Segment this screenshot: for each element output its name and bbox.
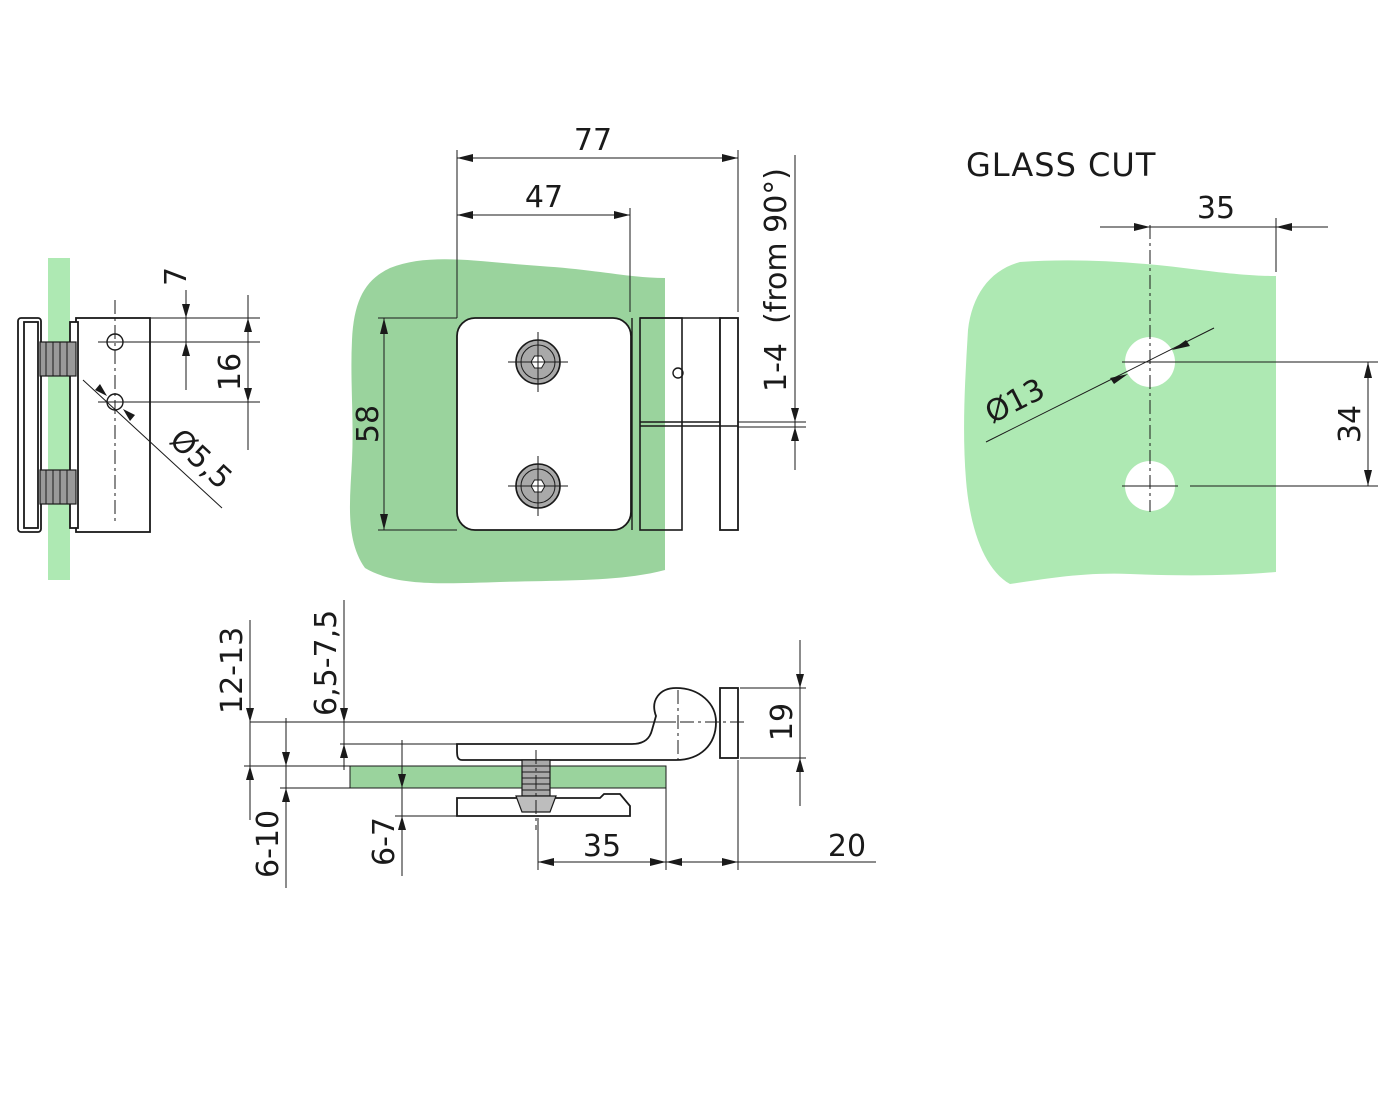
side-view: 7 16 Ø5,5 <box>17 258 260 580</box>
dim-19-label: 19 <box>765 703 800 741</box>
dim-35-top-label: 35 <box>583 829 621 864</box>
dim-6-5-7-5-label: 6,5-7,5 <box>309 610 344 716</box>
dim-hole-side-label: Ø5,5 <box>163 422 239 496</box>
screw-head-lower <box>508 456 568 516</box>
dim-47-label: 47 <box>525 180 563 215</box>
dim-34-label: 34 <box>1333 405 1368 443</box>
pin-hole-front <box>672 367 684 379</box>
screw-head-upper <box>508 332 568 392</box>
dim-20-label: 20 <box>828 829 866 864</box>
dim-6-7-label: 6-7 <box>367 817 402 866</box>
dim-12-13-label: 12-13 <box>215 627 250 714</box>
dim-adjust-label: 1-4 (from 90°) <box>759 168 794 392</box>
screw-top <box>515 750 557 830</box>
dim-77-label: 77 <box>574 123 612 158</box>
hinge-knuckle-front <box>719 317 739 531</box>
glass-cut-view: GLASS CUT 35 34 Ø13 <box>964 146 1378 584</box>
hinge-plate-front <box>456 317 632 531</box>
hinge-knuckle-top <box>719 687 739 759</box>
glass-panel-top <box>349 765 667 789</box>
glass-cut-title: GLASS CUT <box>966 146 1156 184</box>
clamp-block <box>75 317 151 533</box>
screw-lower <box>39 469 77 505</box>
dim-35-cut-label: 35 <box>1197 191 1235 226</box>
glass-panel-side <box>48 258 70 580</box>
front-view: 77 47 58 1-4 (from 90°) <box>349 123 806 584</box>
screw-upper <box>39 341 77 377</box>
dim-6-10-label: 6-10 <box>251 810 286 878</box>
top-view: 12-13 6,5-7,5 6-10 6-7 19 35 20 <box>215 600 876 888</box>
dim-7-label: 7 <box>159 267 194 286</box>
hinge-arm-top <box>456 687 717 761</box>
dim-16-label: 16 <box>213 353 248 391</box>
glass-panel-cut <box>964 260 1276 584</box>
dim-58-label: 58 <box>351 405 386 443</box>
